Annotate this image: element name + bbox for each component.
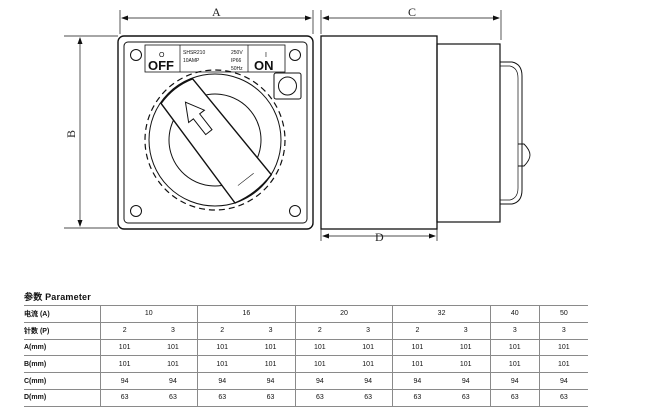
row-label: 电流 (A)	[24, 305, 100, 323]
table-cell: 101	[197, 355, 247, 374]
table-cell: 101	[538, 355, 588, 374]
table-cell: 101	[294, 355, 344, 374]
table-cell: 63	[197, 389, 247, 407]
plate-model: SHSR210	[183, 50, 205, 56]
dim-label-c: C	[408, 5, 416, 19]
off-label: OFF	[148, 58, 174, 73]
table-cell: 94	[343, 372, 393, 390]
on-symbol: I	[265, 52, 267, 59]
front-view	[64, 10, 314, 230]
table-cell: 94	[148, 372, 198, 390]
current-group-cell: 20	[294, 305, 393, 323]
current-group-cell: 32	[392, 305, 491, 323]
current-group-cell: 50	[538, 305, 588, 323]
rotary-knob	[160, 77, 273, 204]
table-cell: 94	[392, 372, 442, 390]
table-cell: 63	[538, 389, 588, 407]
table-cell: 101	[441, 355, 491, 374]
table-cell: 3	[441, 322, 491, 340]
side-view	[320, 10, 531, 241]
table-cell: 63	[392, 389, 442, 407]
table-cell: 101	[294, 339, 344, 357]
current-group-cell: 10	[99, 305, 198, 323]
table-cell: 101	[343, 355, 393, 374]
plate-current: 10AMP	[183, 58, 200, 64]
table-cell: 101	[148, 339, 198, 357]
table-cell: 94	[489, 372, 540, 390]
table-cell: 2	[294, 322, 344, 340]
table-cell: 101	[343, 339, 393, 357]
table-cell: 101	[441, 339, 491, 357]
table-cell: 101	[99, 355, 149, 374]
table-cell: 94	[538, 372, 588, 390]
table-cell: 3	[343, 322, 393, 340]
off-symbol: O	[159, 52, 165, 59]
table-cell: 63	[441, 389, 491, 407]
table-cell: 101	[246, 355, 296, 374]
row-label: C(mm)	[24, 372, 100, 390]
table-cell: 101	[148, 355, 198, 374]
table-cell: 94	[441, 372, 491, 390]
table-cell: 101	[99, 339, 149, 357]
on-label: ON	[254, 58, 274, 73]
table-cell: 101	[489, 339, 540, 357]
table-cell: 3	[246, 322, 296, 340]
table-cell: 101	[392, 339, 442, 357]
table-cell: 63	[99, 389, 149, 407]
technical-drawing: A C D B O OFF I ON SHSR210 10AMP 250V IP…	[64, 5, 531, 244]
dim-label-d: D	[375, 230, 384, 244]
table-cell: 63	[294, 389, 344, 407]
current-group-cell: 40	[489, 305, 540, 323]
table-cell: 63	[489, 389, 540, 407]
current-group-cell: 16	[197, 305, 296, 323]
table-cell: 94	[246, 372, 296, 390]
section-title: 参数 Parameter	[24, 292, 91, 302]
table-cell: 94	[197, 372, 247, 390]
table-cell: 101	[538, 339, 588, 357]
table-cell: 63	[246, 389, 296, 407]
table-cell: 2	[392, 322, 442, 340]
plate-frequency: 50Hz	[231, 66, 243, 72]
table-cell: 3	[538, 322, 588, 340]
table-cell: 94	[294, 372, 344, 390]
dim-label-a: A	[212, 5, 221, 19]
table-cell: 2	[197, 322, 247, 340]
table-cell: 63	[148, 389, 198, 407]
row-label: 针数 (P)	[24, 322, 100, 340]
table-cell: 94	[99, 372, 149, 390]
plate-ip: IP66	[231, 58, 242, 64]
row-label: D(mm)	[24, 389, 100, 407]
row-label: A(mm)	[24, 339, 100, 357]
table-cell: 2	[99, 322, 149, 340]
table-cell: 101	[246, 339, 296, 357]
row-label: B(mm)	[24, 355, 100, 374]
table-cell: 63	[343, 389, 393, 407]
table-cell: 101	[392, 355, 442, 374]
dim-label-b: B	[64, 130, 78, 138]
table-cell: 101	[489, 355, 540, 374]
table-cell: 3	[148, 322, 198, 340]
table-cell: 101	[197, 339, 247, 357]
table-cell: 3	[489, 322, 540, 340]
plate-voltage: 250V	[231, 50, 243, 56]
